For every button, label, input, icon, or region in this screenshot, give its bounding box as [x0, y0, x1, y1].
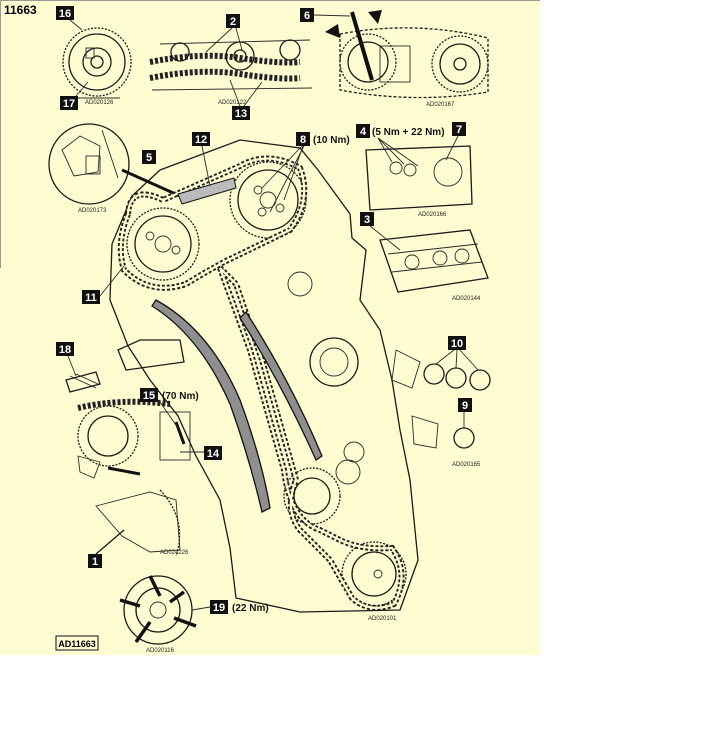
svg-text:10: 10 — [451, 338, 463, 350]
callout-12: 12 — [192, 132, 211, 187]
svg-text:15: 15 — [143, 390, 155, 402]
callout-6: 6 — [300, 8, 351, 22]
callout-9: 9 — [458, 398, 472, 428]
callout-8: 8 (10 Nm) — [261, 132, 350, 213]
callout-16: 16 — [56, 6, 83, 31]
svg-text:5: 5 — [146, 152, 152, 164]
crankshaft-sprocket — [341, 541, 407, 607]
svg-text:11: 11 — [85, 292, 97, 304]
callout-4: 4 (5 Nm + 22 Nm) — [356, 124, 445, 138]
chain-guide-tensioner-rail — [151, 299, 271, 513]
svg-text:(70 Nm): (70 Nm) — [162, 391, 199, 402]
callout-2: 2 — [205, 14, 243, 53]
svg-text:17: 17 — [63, 98, 75, 110]
inset-camshaft-seals — [391, 349, 491, 391]
svg-text:(10 Nm): (10 Nm) — [313, 135, 350, 146]
figure-id-label: 11663 — [4, 3, 37, 17]
inset-camshafts — [379, 229, 489, 293]
upper-chain-guide — [177, 177, 237, 205]
figure-reference-box: AD11663 — [55, 635, 99, 651]
svg-text:2: 2 — [230, 16, 236, 28]
inset-cylinder-head — [365, 137, 473, 211]
svg-text:1: 1 — [92, 556, 98, 568]
callout-1: 1 — [88, 554, 102, 568]
svg-text:12: 12 — [195, 134, 207, 146]
callout-7: 7 — [445, 122, 466, 161]
callout-19: 19 (22 Nm) — [191, 600, 269, 614]
svg-text:8: 8 — [300, 134, 306, 146]
callout-15: 15 (70 Nm) — [140, 388, 199, 429]
subcode-10: AD020116 — [146, 648, 175, 654]
svg-text:14: 14 — [207, 448, 220, 460]
callout-13: 13 — [229, 79, 263, 120]
svg-text:(22 Nm): (22 Nm) — [232, 603, 269, 614]
subcode-6: AD020144 — [452, 296, 481, 302]
inset-crank-pulley — [119, 575, 197, 645]
subcode-2: AD020122 — [218, 100, 247, 106]
subcode-8: AD024226 — [160, 550, 189, 556]
inset-chain-section — [149, 39, 313, 91]
subcode-4: AD020173 — [78, 208, 107, 214]
subcode-3: AD020167 — [426, 102, 455, 108]
subcode-5: AD020166 — [418, 212, 447, 218]
callout-3: 3 — [360, 212, 401, 251]
inset-tensioner-detail — [48, 123, 181, 205]
svg-text:(5 Nm + 22 Nm): (5 Nm + 22 Nm) — [372, 127, 445, 138]
svg-text:6: 6 — [304, 10, 310, 22]
svg-text:13: 13 — [235, 108, 247, 120]
svg-text:7: 7 — [456, 124, 462, 136]
svg-text:4: 4 — [360, 126, 367, 138]
inset-camshaft-sprocket — [62, 27, 132, 99]
svg-text:16: 16 — [59, 8, 71, 20]
intermediate-sprocket — [283, 467, 341, 525]
subcode-1: AD020126 — [85, 100, 114, 106]
svg-text:9: 9 — [462, 400, 468, 412]
subcode-7: AD020165 — [452, 462, 481, 468]
figure-background — [0, 0, 540, 655]
chain-tensioner — [65, 339, 185, 393]
svg-text:18: 18 — [59, 344, 71, 356]
camshaft-sprocket-exhaust — [126, 207, 200, 281]
subcode-9: AD020101 — [368, 616, 397, 622]
callout-17: 17 — [60, 81, 89, 110]
inset-locking-tool — [325, 10, 489, 99]
engine-timing-cover — [109, 139, 419, 613]
inset-crank-pulley-bolt — [77, 398, 191, 479]
inset-flywheel-lock — [95, 489, 181, 557]
svg-text:AD11663: AD11663 — [58, 639, 96, 649]
chain-guide-fixed-rail — [239, 310, 323, 461]
callout-5: 5 — [142, 150, 156, 164]
callout-18: 18 — [56, 342, 77, 377]
svg-text:3: 3 — [364, 214, 370, 226]
callout-10: 10 — [435, 336, 479, 371]
callout-14: 14 — [180, 446, 222, 460]
callout-11: 11 — [82, 265, 125, 304]
svg-text:19: 19 — [213, 602, 225, 614]
